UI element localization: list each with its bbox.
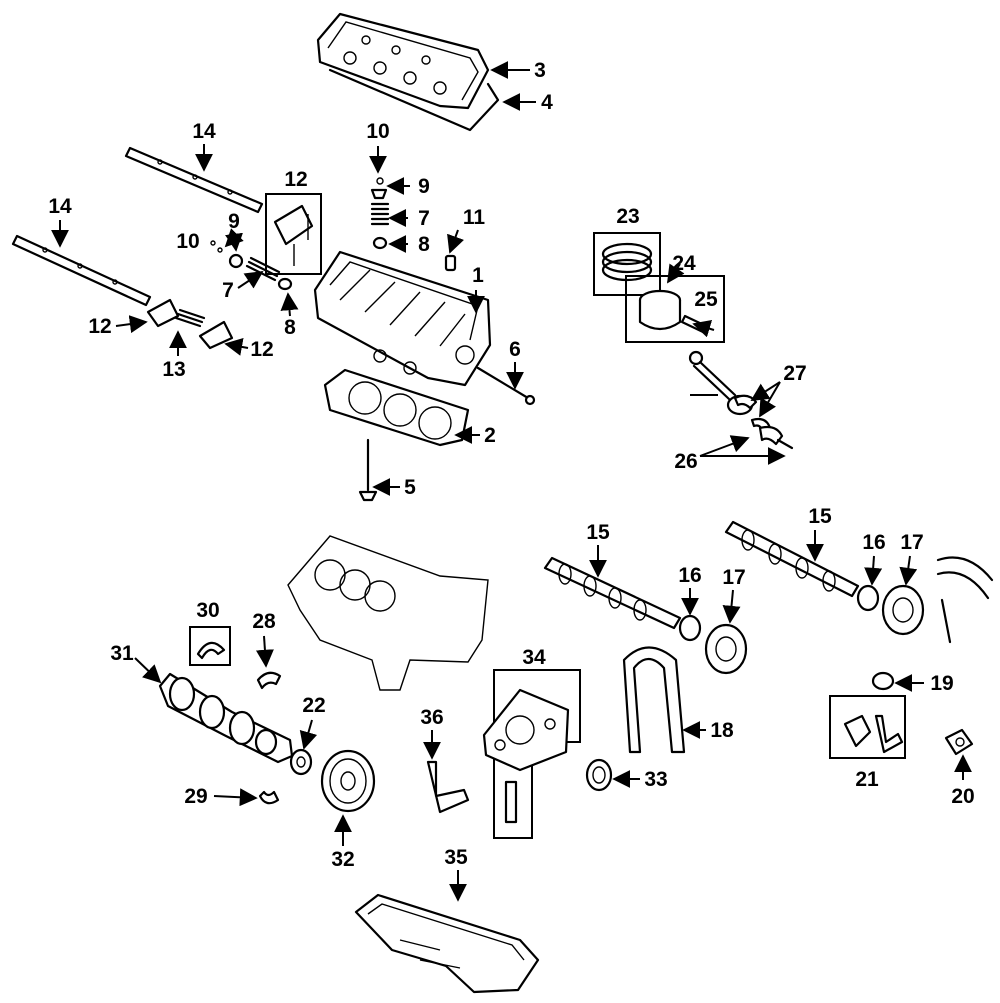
cam-seal-rear bbox=[856, 584, 880, 612]
callout-15-front: 15 bbox=[586, 521, 610, 544]
callout-33: 33 bbox=[644, 768, 667, 791]
callout-2: 2 bbox=[484, 424, 496, 447]
callout-30: 30 bbox=[196, 599, 219, 622]
callout-13: 13 bbox=[162, 358, 185, 381]
rocker-shaft-lower bbox=[11, 234, 152, 307]
cam-seal-front bbox=[678, 614, 702, 642]
camshaft-rear bbox=[724, 520, 860, 598]
rocker-shaft-upper bbox=[124, 146, 264, 214]
oil-pump bbox=[482, 688, 570, 772]
callout-12-box: 12 bbox=[284, 168, 307, 191]
callout-14-upper: 14 bbox=[192, 120, 216, 143]
rocker-arm-box bbox=[265, 193, 322, 275]
oil-seal bbox=[585, 758, 613, 792]
callout-8-left: 8 bbox=[284, 316, 296, 339]
callout-7-left: 7 bbox=[222, 279, 234, 302]
callout-16-rear: 16 bbox=[862, 531, 885, 554]
callout-24: 24 bbox=[672, 252, 696, 275]
callout-9-left: 9 bbox=[228, 210, 240, 233]
callout-31: 31 bbox=[110, 642, 134, 665]
rocker-spring bbox=[174, 308, 206, 328]
valve bbox=[358, 438, 378, 502]
tensioner-assembly bbox=[843, 714, 904, 754]
crank-pulley bbox=[320, 749, 376, 813]
callout-34: 34 bbox=[522, 646, 546, 669]
head-bolt bbox=[476, 366, 536, 406]
callout-6: 6 bbox=[509, 338, 521, 361]
spark-plug-tube bbox=[444, 254, 457, 272]
main-bearing bbox=[196, 641, 226, 660]
callout-11: 11 bbox=[463, 206, 486, 229]
callout-20: 20 bbox=[951, 785, 974, 808]
callout-26: 26 bbox=[674, 450, 697, 473]
oil-pickup bbox=[426, 760, 470, 814]
rocker-arm-left bbox=[146, 298, 180, 328]
callout-35: 35 bbox=[444, 846, 468, 869]
callout-17-front: 17 bbox=[722, 566, 745, 589]
callout-17-rear: 17 bbox=[900, 531, 923, 554]
oil-pan bbox=[354, 893, 540, 994]
rod-cap bbox=[758, 425, 784, 446]
callout-23: 23 bbox=[616, 205, 639, 228]
oil-relief-valve bbox=[504, 780, 518, 824]
callout-21: 21 bbox=[855, 768, 879, 791]
engine-block bbox=[287, 535, 489, 691]
callout-5: 5 bbox=[404, 476, 416, 499]
callout-32: 32 bbox=[331, 848, 354, 871]
cylinder-head bbox=[313, 250, 492, 387]
timing-belt bbox=[622, 646, 686, 754]
callout-18: 18 bbox=[710, 719, 734, 742]
cam-pulley-rear bbox=[881, 584, 925, 636]
main-bearing-box bbox=[189, 626, 231, 666]
timing-belt-right bbox=[936, 556, 994, 644]
belt-tensioner bbox=[871, 671, 895, 691]
cam-pulley-front bbox=[704, 623, 748, 675]
callout-29: 29 bbox=[184, 785, 207, 808]
piston bbox=[638, 289, 682, 331]
idler-pulley bbox=[944, 728, 974, 756]
callout-25: 25 bbox=[694, 288, 718, 311]
callout-8-head: 8 bbox=[418, 233, 430, 256]
valve-cover bbox=[316, 12, 490, 110]
callout-36: 36 bbox=[420, 706, 443, 729]
callout-19: 19 bbox=[930, 672, 953, 695]
callout-10-left: 10 bbox=[176, 230, 199, 253]
tensioner-box bbox=[829, 695, 906, 759]
lower-bearing bbox=[258, 790, 280, 805]
crankshaft bbox=[158, 672, 294, 764]
rocker-arm-right bbox=[198, 320, 234, 350]
callout-12-right: 12 bbox=[250, 338, 273, 361]
callout-12-left: 12 bbox=[88, 315, 111, 338]
callout-1: 1 bbox=[472, 264, 484, 287]
camshaft-front bbox=[543, 556, 682, 630]
callout-14-lower: 14 bbox=[48, 195, 72, 218]
callout-3: 3 bbox=[534, 59, 546, 82]
callout-22: 22 bbox=[302, 694, 325, 717]
callout-15-rear: 15 bbox=[808, 505, 832, 528]
callout-9-head: 9 bbox=[418, 175, 430, 198]
callout-27: 27 bbox=[783, 362, 806, 385]
callout-labels: 1 2 3 4 5 6 7 7 8 8 9 9 10 10 11 12 12 1… bbox=[48, 59, 974, 871]
valve-spring-stack bbox=[370, 177, 390, 250]
crank-timing-gear bbox=[289, 748, 313, 776]
piston-box bbox=[625, 275, 725, 343]
leader-arrows bbox=[51, 61, 972, 902]
piston-rings bbox=[601, 242, 653, 282]
head-gasket bbox=[323, 368, 470, 447]
callout-28: 28 bbox=[252, 610, 276, 633]
valve-cover-gasket bbox=[328, 68, 500, 132]
callout-4: 4 bbox=[541, 91, 553, 114]
thrust-washer bbox=[256, 671, 282, 690]
callout-7-head: 7 bbox=[418, 207, 430, 230]
callout-16-front: 16 bbox=[678, 564, 701, 587]
rod-bolt bbox=[776, 438, 794, 450]
rocker-arm-boxed bbox=[273, 204, 314, 266]
callout-10-head: 10 bbox=[366, 120, 389, 143]
